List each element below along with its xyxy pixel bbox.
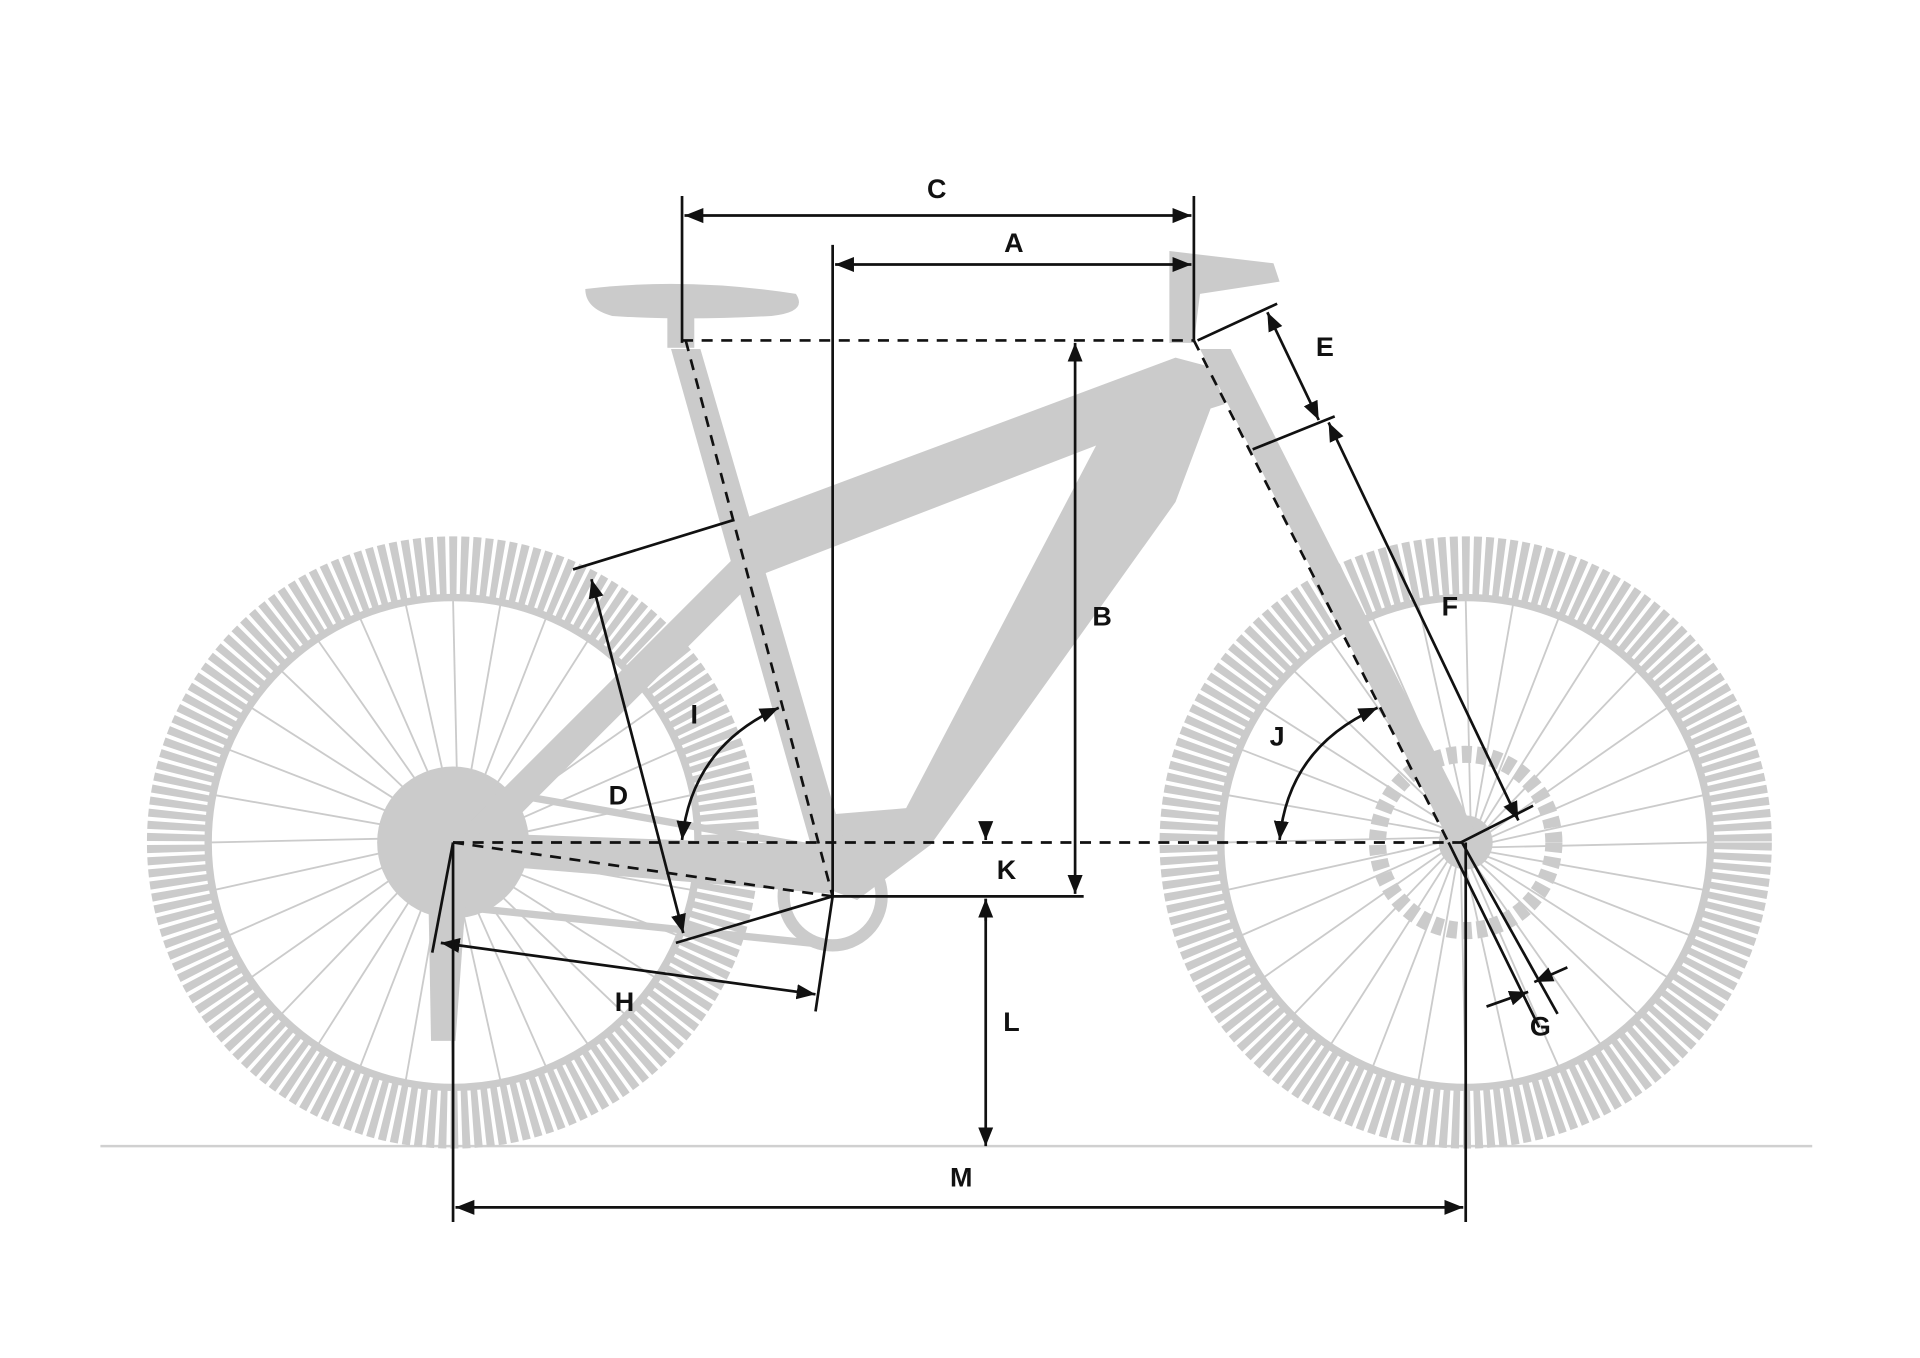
seat-tube	[671, 349, 845, 858]
label-l: L	[1003, 1007, 1019, 1037]
spoke	[1476, 851, 1691, 937]
dimension-f: F	[1327, 421, 1534, 844]
label-c: C	[927, 174, 946, 204]
spoke	[1468, 856, 1602, 1045]
dimension-j: J	[1270, 706, 1379, 841]
spoke	[1417, 854, 1459, 1081]
saddle	[585, 283, 799, 319]
label-b: B	[1092, 601, 1111, 631]
label-i: I	[691, 699, 698, 729]
label-f: F	[1442, 592, 1458, 622]
dimension-g: G	[1447, 841, 1568, 1042]
spoke	[1263, 845, 1452, 978]
spoke	[1480, 748, 1691, 843]
label-j: J	[1270, 721, 1285, 751]
label-m: M	[950, 1162, 972, 1192]
spoke	[1227, 839, 1452, 891]
label-h: H	[615, 987, 634, 1017]
dimension-d: D	[572, 519, 834, 945]
spoke	[1330, 850, 1455, 1045]
dimension-l: L	[978, 898, 1020, 1147]
derailleur	[428, 906, 466, 1041]
dimension-b: B	[832, 342, 1112, 898]
dimension-c: C	[680, 174, 1196, 343]
spoke	[1293, 848, 1454, 1015]
construction-lines	[452, 339, 1466, 898]
down-tube-motor	[808, 404, 1213, 901]
dimension-a: A	[831, 228, 1192, 897]
spoke	[1372, 852, 1457, 1067]
spoke	[1465, 856, 1560, 1067]
spoke	[1480, 794, 1704, 846]
handlebar-stem	[1169, 251, 1280, 343]
spoke	[1473, 853, 1668, 978]
dimension-i: I	[676, 699, 780, 841]
dimension-h: H	[430, 842, 834, 1017]
spoke	[1471, 855, 1638, 1015]
label-d: D	[609, 780, 628, 810]
label-a: A	[1004, 228, 1023, 258]
spoke	[1479, 841, 1709, 849]
label-e: E	[1316, 332, 1334, 362]
label-k: K	[997, 855, 1017, 885]
label-g: G	[1530, 1012, 1551, 1042]
spoke	[1241, 842, 1452, 937]
top-tube	[722, 357, 1225, 576]
dimension-m: M	[451, 842, 1468, 1223]
spoke	[1462, 856, 1514, 1081]
spoke	[1478, 849, 1704, 891]
bike-silhouette	[146, 251, 1772, 1149]
dimension-k: K	[978, 821, 1017, 921]
dimension-e: E	[1196, 302, 1336, 451]
spoke	[1227, 794, 1454, 836]
